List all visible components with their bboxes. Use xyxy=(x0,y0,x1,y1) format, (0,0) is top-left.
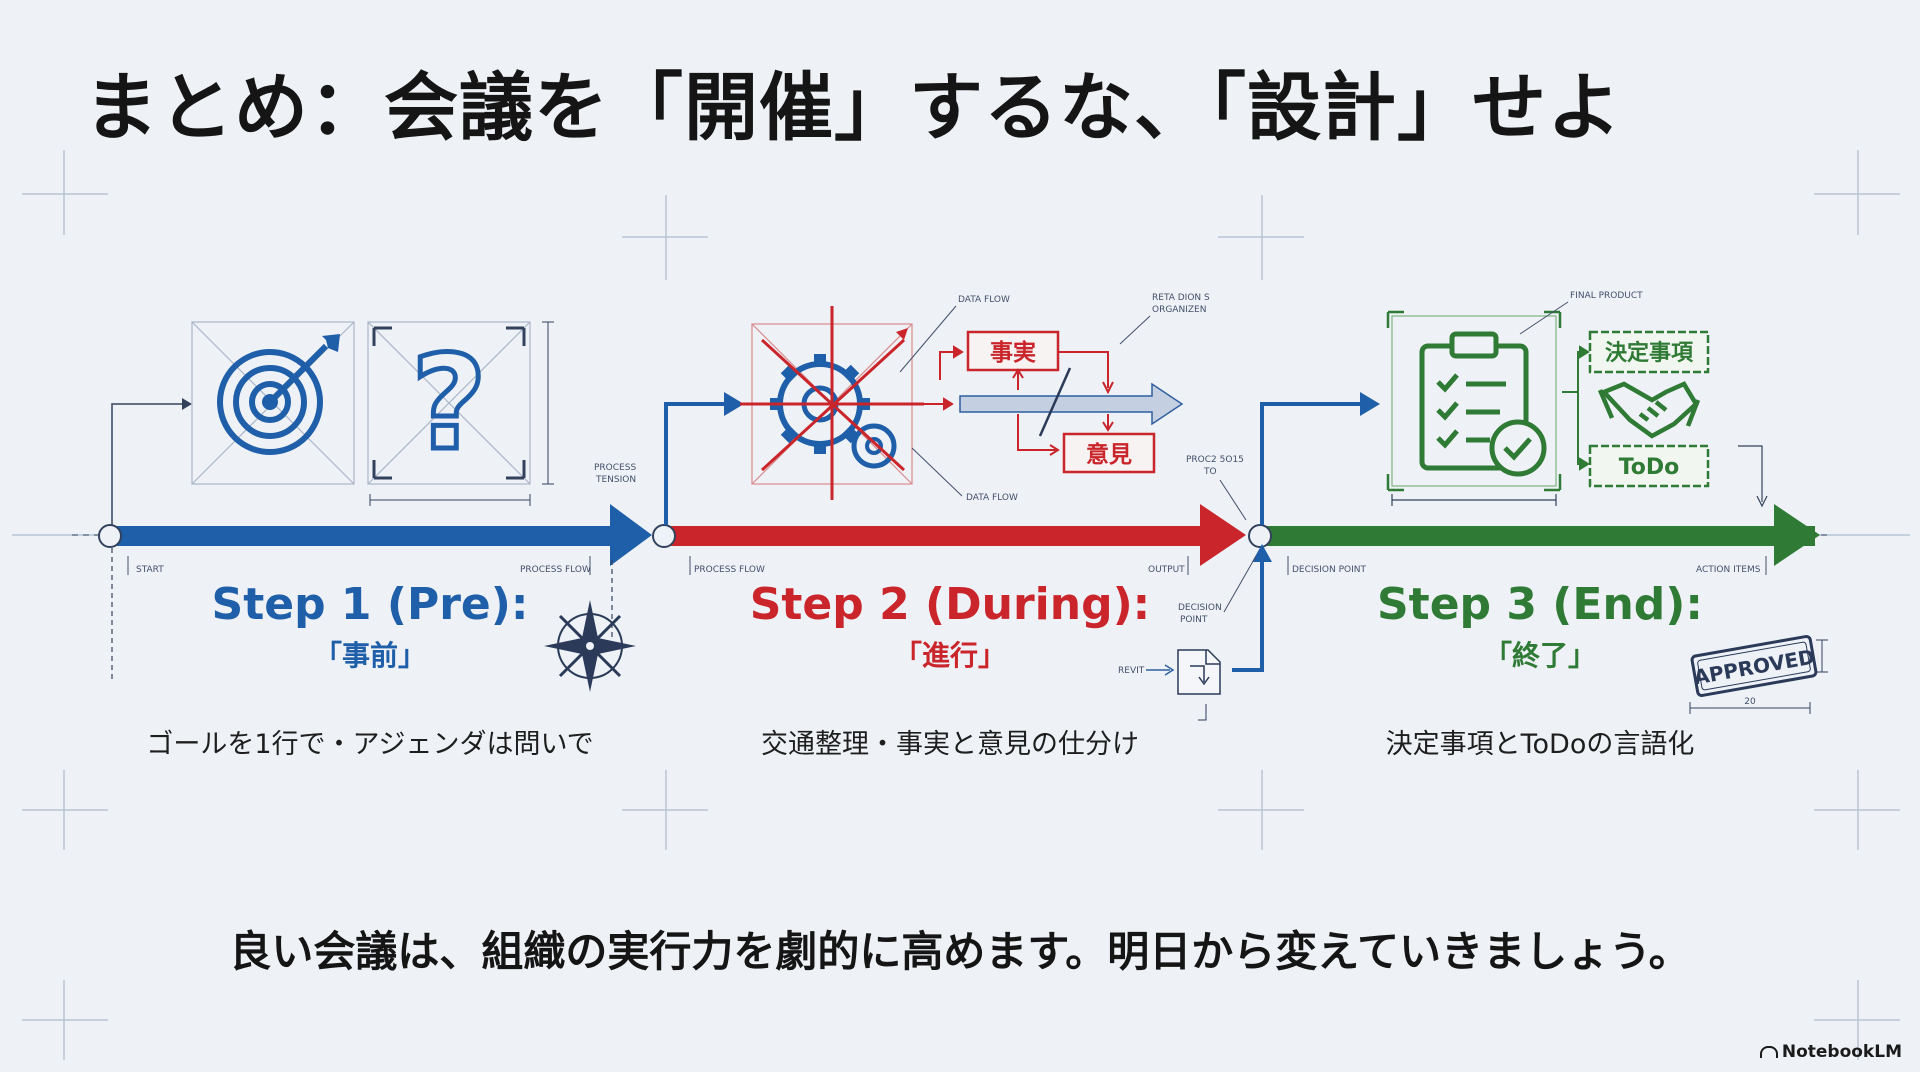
todo-box-label: ToDo xyxy=(1619,455,1680,480)
clipboard-check-icon xyxy=(1419,331,1547,477)
label-process-flow-2: PROCESS FLOW xyxy=(694,565,765,575)
label-process-tension-1: PROCESS xyxy=(594,463,636,473)
label-output: OUTPUT xyxy=(1148,565,1185,575)
stamp-dimension: 20 xyxy=(1744,697,1756,707)
decision-box-label: 決定事項 xyxy=(1605,340,1694,366)
step1-description: ゴールを1行で・アジェンダは問いで xyxy=(146,729,594,760)
slide-title: まとめ：会議を「開催」するな、「設計」せよ xyxy=(84,65,1622,151)
fact-box-label: 事実 xyxy=(990,339,1036,366)
label-process-flow-1: PROCESS FLOW xyxy=(520,565,591,575)
brand-label: NotebookLM xyxy=(1781,1042,1902,1062)
brand-logo: NotebookLM xyxy=(1759,1042,1902,1062)
step3-title: Step 3 (End): xyxy=(1376,579,1703,630)
opinion-box-label: 意見 xyxy=(1086,441,1132,468)
question-icon: ? xyxy=(372,325,526,482)
label-data-flow-bottom: DATA FLOW xyxy=(966,493,1018,503)
step2-title: Step 2 (During): xyxy=(749,579,1151,630)
opinion-box: 意見 xyxy=(1062,432,1156,474)
step2-description: 交通整理・事実と意見の仕分け xyxy=(761,729,1139,760)
label-decision-point-1: DECISION xyxy=(1178,603,1222,613)
label-decision-point-2: POINT xyxy=(1180,615,1208,625)
step3-subtitle: 「終了」 xyxy=(1483,639,1596,672)
label-decision-point-bottom: DECISION POINT xyxy=(1292,565,1366,575)
document-icon xyxy=(1146,649,1221,721)
step1-subtitle: 「事前」 xyxy=(313,639,426,672)
label-start: START xyxy=(136,565,164,575)
node-step3 xyxy=(1248,524,1272,548)
label-action-items: ACTION ITEMS xyxy=(1696,565,1761,575)
svg-text:?: ? xyxy=(411,327,486,479)
label-retention-2: ORGANIZEN xyxy=(1152,305,1206,315)
step1-title: Step 1 (Pre): xyxy=(211,579,529,630)
timeline-arrow-step2 xyxy=(664,504,1246,566)
step3-description: 決定事項とToDoの言語化 xyxy=(1385,729,1695,760)
label-data-flow-top: DATA FLOW xyxy=(958,295,1010,305)
grid-crosshairs xyxy=(12,150,1910,1060)
target-icon xyxy=(217,334,340,455)
label-proc-2: TO xyxy=(1203,467,1217,477)
timeline-arrow-step3 xyxy=(1260,504,1820,566)
split-arrow xyxy=(959,351,1184,456)
label-final-product: FINAL PRODUCT xyxy=(1570,291,1643,301)
notebooklm-icon xyxy=(1759,1046,1778,1058)
annotations: START PROCESS FLOW PROCESS TENSION PROCE… xyxy=(127,291,1767,676)
closing-message: 良い会議は、組織の実行力を劇的に高めます。明日から変えていきましょう。 xyxy=(229,927,1691,976)
todo-box: ToDo xyxy=(1588,444,1710,488)
timeline-arrow-step1 xyxy=(110,504,652,566)
label-process-tension-2: TENSION xyxy=(595,475,636,485)
compass-icon xyxy=(544,600,636,692)
label-retention-1: RETA DION S xyxy=(1152,293,1210,303)
node-step2 xyxy=(652,524,676,548)
label-proc-1: PROC2 5O15 xyxy=(1186,455,1244,465)
node-start xyxy=(98,524,122,548)
gear-icon xyxy=(740,306,924,500)
handshake-icon xyxy=(1597,381,1701,439)
label-revit: REVIT xyxy=(1118,666,1145,676)
fact-box: 事実 xyxy=(966,330,1060,372)
step3-icon-frame xyxy=(1386,310,1562,506)
decision-box: 決定事項 xyxy=(1588,330,1710,374)
step2-subtitle: 「進行」 xyxy=(893,639,1006,672)
